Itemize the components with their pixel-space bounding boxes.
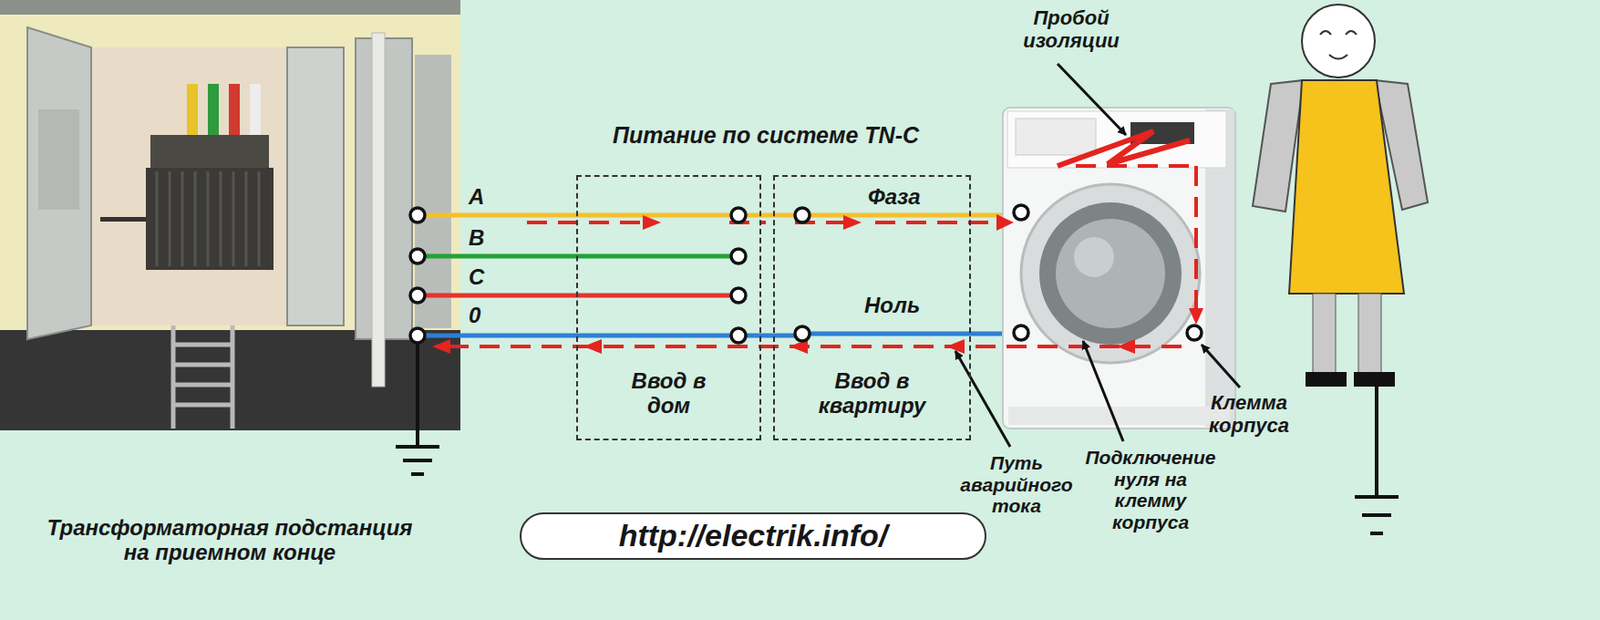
node-text: Ввод в дом	[609, 368, 729, 419]
insulation-breakdown	[1057, 131, 1190, 166]
terminal	[410, 205, 1202, 343]
photo-caption: Трансформаторная подстанция на приемном …	[38, 516, 422, 566]
washing-machine	[1002, 107, 1236, 429]
ground-symbol	[1354, 386, 1399, 534]
callout-label: Путь аварийного тока	[952, 452, 1081, 517]
wire-label: Ноль	[864, 293, 920, 319]
node-text: Ввод в квартиру	[804, 368, 941, 419]
url-box: http://electrik.info/	[519, 512, 987, 560]
phase-name: C	[468, 265, 485, 290]
leader-line	[955, 63, 1240, 447]
callout-label: Клемма корпуса	[1185, 392, 1313, 437]
entry-box: Ввод в дом	[576, 175, 762, 441]
wire-label: Фаза	[867, 185, 921, 210]
callout-label: Пробой изоляции	[989, 7, 1154, 52]
node-text: http://electrik.info/	[619, 517, 888, 554]
callout-label: Подключение нуля на клемму корпуса	[1082, 446, 1219, 533]
fault-current-path	[435, 165, 1197, 347]
neutral-name: 0	[468, 303, 481, 329]
phase-name: B	[468, 226, 485, 251]
ground-symbol	[395, 342, 440, 475]
substation-photo	[0, 0, 461, 431]
person-figure	[1252, 4, 1428, 387]
phase-name: A	[468, 185, 485, 210]
entry-box: Ввод в квартиру	[773, 175, 971, 441]
diagram-title: Питание по системе TN-C	[612, 122, 919, 148]
current-arrowheads	[432, 214, 1204, 354]
